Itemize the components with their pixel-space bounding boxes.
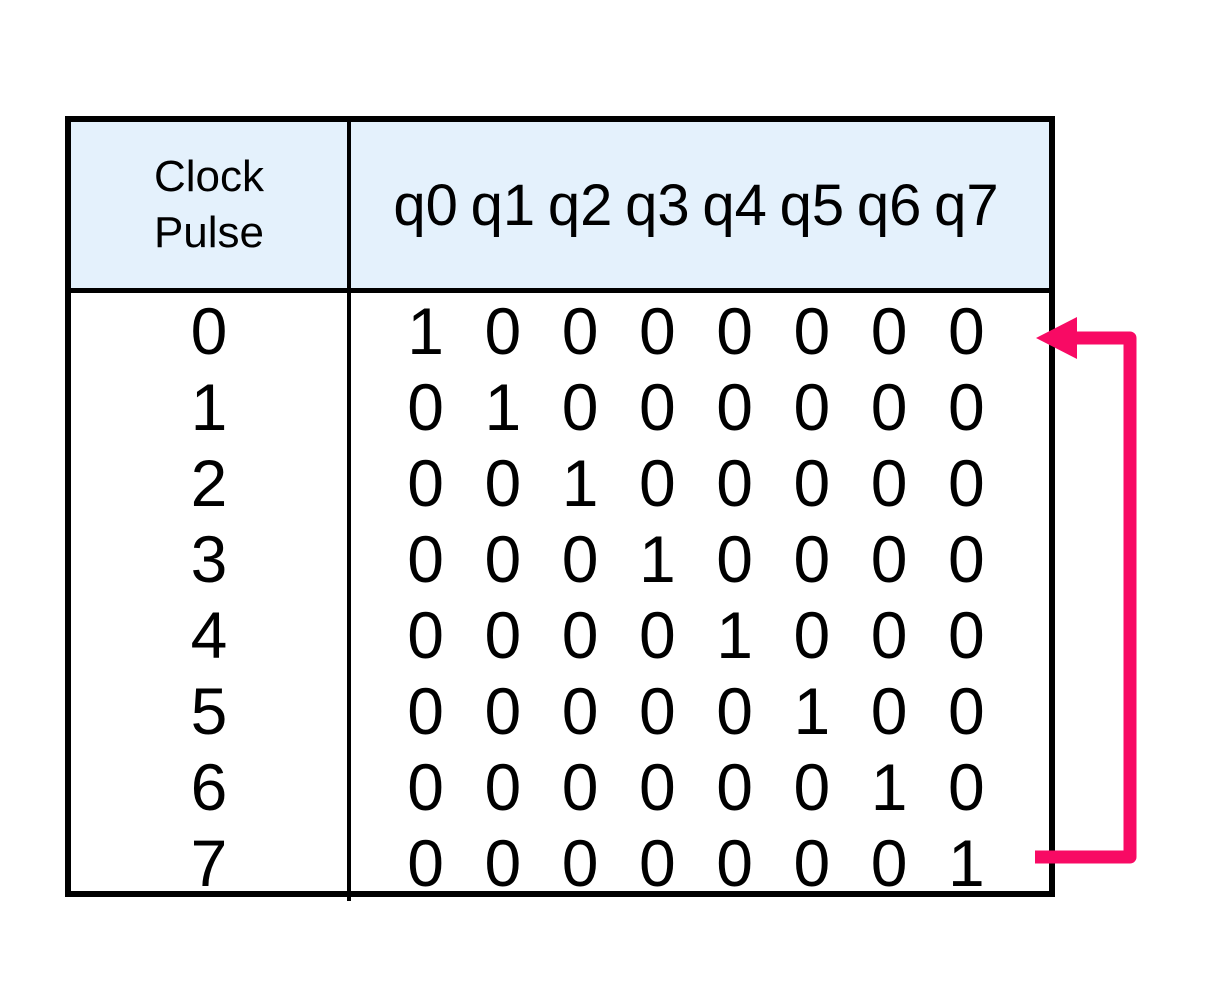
bit-value: 0 [484,598,522,672]
q-label: q3 [625,172,690,238]
bit-value: 0 [716,294,753,368]
bit-value: 1 [407,294,444,368]
clock-pulse-value: 0 [190,294,228,368]
bit-value: 0 [407,674,444,748]
bit-value: 0 [561,522,599,596]
bit-value: 0 [793,294,831,368]
clock-pulse-value: 5 [190,674,228,748]
clock-pulse-value: 2 [190,446,228,520]
bit-value: 0 [561,674,599,748]
bit-value: 0 [948,294,985,368]
bit-value: 0 [484,294,522,368]
bit-value: 0 [639,446,676,520]
bit-value: 1 [793,674,831,748]
bit-value: 1 [639,522,676,596]
bit-value: 0 [639,750,676,824]
bit-value: 0 [407,446,444,520]
bit-value: 0 [870,598,908,672]
bit-value: 0 [716,522,753,596]
bit-value: 0 [407,598,444,672]
q-label: q1 [470,172,536,238]
bit-value: 0 [407,750,444,824]
bit-value: 0 [561,294,599,368]
bit-value: 0 [716,674,753,748]
bit-value: 0 [793,446,831,520]
bit-value: 0 [870,294,908,368]
bit-value: 1 [948,826,985,900]
bit-value: 0 [793,598,831,672]
bit-value: 0 [484,826,522,900]
bit-value: 0 [870,446,908,520]
bit-value: 0 [793,370,831,444]
clock-pulse-value: 4 [190,598,228,672]
bit-value: 0 [484,522,522,596]
bit-value: 0 [793,522,831,596]
clock-pulse-value: 3 [190,522,228,596]
bit-value: 0 [639,674,676,748]
bit-value: 0 [639,826,676,900]
bit-value: 1 [561,446,599,520]
bit-value: 0 [948,370,985,444]
bit-value: 1 [484,370,522,444]
bit-value: 0 [870,522,908,596]
bit-value: 1 [716,598,753,672]
bit-value: 0 [948,446,985,520]
bit-value: 0 [793,826,831,900]
bit-value: 0 [948,674,985,748]
q-label: q2 [547,172,613,238]
q-label: q7 [934,172,999,238]
bit-value: 0 [716,446,753,520]
bit-value: 0 [870,674,908,748]
bit-value: 0 [948,522,985,596]
bit-value: 0 [407,522,444,596]
bit-value: 0 [716,826,753,900]
bit-value: 0 [561,598,599,672]
bit-value: 0 [870,826,908,900]
clock-pulse-value: 6 [190,750,228,824]
bit-value: 0 [639,370,676,444]
clock-pulse-header-cell: Clock Pulse [71,122,351,293]
q-label: q0 [393,172,458,238]
bit-value: 0 [793,750,831,824]
bit-value: 0 [870,370,908,444]
bit-value: 0 [407,370,444,444]
bit-value: 1 [870,750,908,824]
bit-value: 0 [716,750,753,824]
clock-pulse-label-line1: Clock [153,152,265,201]
bit-value: 0 [716,370,753,444]
bit-value: 0 [561,826,599,900]
bit-value: 0 [639,294,676,368]
clock-pulse-label-line2: Pulse [153,208,265,257]
bit-value: 0 [948,598,985,672]
bit-value: 0 [484,674,522,748]
clock-pulse-value: 1 [190,370,228,444]
clock-pulse-value: 7 [190,826,228,900]
q-label: q4 [702,172,767,238]
q-label: q6 [856,172,922,238]
q-label: q5 [779,172,845,238]
bit-value: 0 [948,750,985,824]
bit-value: 0 [561,370,599,444]
bit-value: 0 [484,446,522,520]
bit-value: 0 [407,826,444,900]
bit-value: 0 [484,750,522,824]
bit-value: 0 [639,598,676,672]
bit-value: 0 [561,750,599,824]
